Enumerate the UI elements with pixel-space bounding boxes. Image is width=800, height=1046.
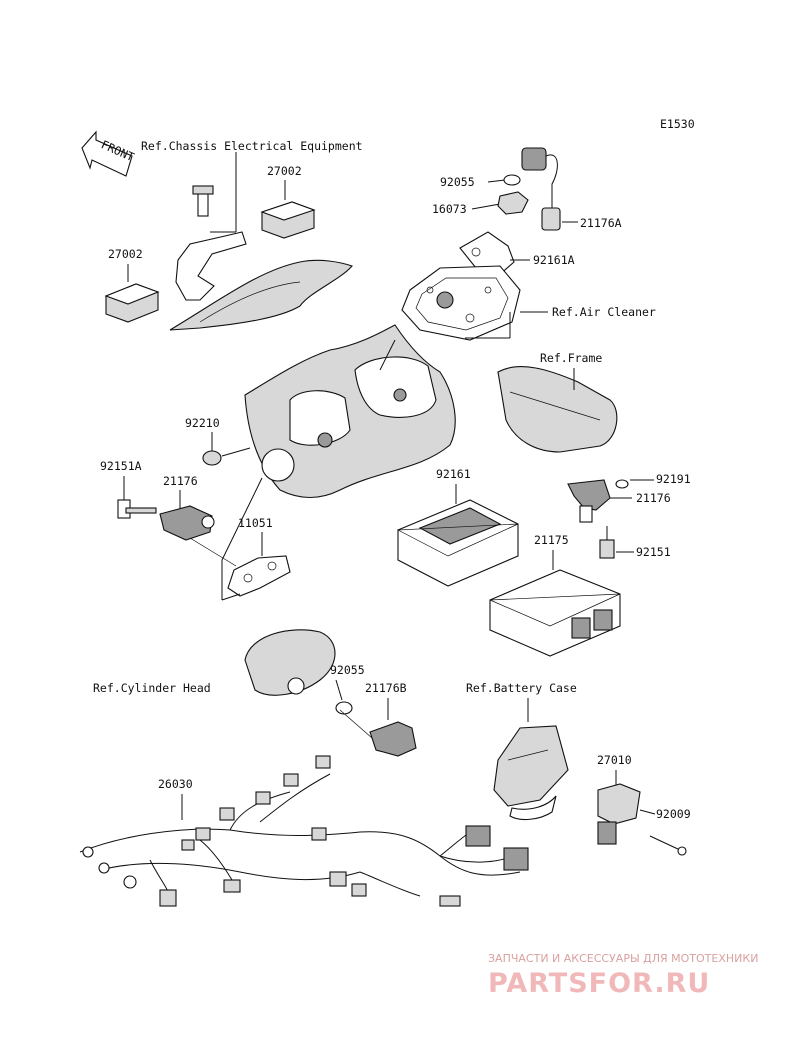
grommet-92210: 92210 (185, 416, 251, 466)
watermark-brand: PARTSFOR.RU (488, 968, 710, 999)
upper-fairing (244, 324, 456, 498)
bracket-11051: 11051 (221, 477, 291, 601)
label-21176b: 21176B (365, 681, 407, 695)
relay-27002-top: 27002 (260, 164, 316, 239)
label-27002-top: 27002 (267, 164, 302, 178)
sensor-21176-left: 92151A 21176 (100, 459, 237, 567)
label-92009: 92009 (656, 807, 691, 821)
label-26030: 26030 (158, 777, 193, 791)
sensor-21176a-assembly: 92055 16073 21176A 92161A (432, 147, 622, 277)
label-92055-top: 92055 (440, 175, 475, 189)
label-92210: 92210 (185, 416, 220, 430)
label-92161: 92161 (436, 467, 471, 481)
label-92151: 92151 (636, 545, 671, 559)
ecu-21175: 21175 (489, 533, 621, 657)
watermark: ЗАПЧАСТИ И АКСЕССУАРЫ ДЛЯ МОТОТЕХНИКИ PA… (488, 952, 758, 999)
label-92151a: 92151A (100, 459, 142, 473)
diagram-code: E1530 (660, 117, 695, 131)
label-21176-left: 21176 (163, 474, 198, 488)
ecu-92161: 92161 (396, 467, 519, 587)
label-27010: 27010 (597, 753, 632, 767)
chassis-bracket-assembly (169, 152, 353, 331)
ref-cylinder-head: Ref.Cylinder Head (93, 681, 211, 695)
watermark-subtitle: ЗАПЧАСТИ И АКСЕССУАРЫ ДЛЯ МОТОТЕХНИКИ (488, 952, 758, 965)
wiring-harness-26030: 26030 (79, 755, 529, 907)
relay-27010: 27010 92009 (597, 753, 691, 856)
frame-reference (497, 366, 618, 453)
label-21176a: 21176A (580, 216, 622, 230)
relay-27002-left: 27002 (104, 247, 160, 323)
air-cleaner-plate (401, 265, 548, 341)
label-92191: 92191 (656, 472, 691, 486)
label-11051: 11051 (238, 516, 273, 530)
sensor-21176-right: 92191 21176 92151 (567, 472, 691, 559)
label-92161a: 92161A (533, 253, 575, 267)
ref-battery-case: Ref.Battery Case (466, 681, 577, 695)
ref-air-cleaner: Ref.Air Cleaner (552, 305, 656, 319)
label-27002-left: 27002 (108, 247, 143, 261)
label-16073: 16073 (432, 202, 467, 216)
battery-case (493, 698, 569, 821)
label-92055-low: 92055 (330, 663, 365, 677)
ref-chassis-electrical: Ref.Chassis Electrical Equipment (141, 139, 363, 153)
ref-frame: Ref.Frame (540, 351, 602, 365)
label-21175: 21175 (534, 533, 569, 547)
front-arrow-icon: FRONT (81, 130, 136, 177)
label-21176-right: 21176 (636, 491, 671, 505)
cylinder-head-sensor: 92055 21176B (244, 629, 417, 757)
